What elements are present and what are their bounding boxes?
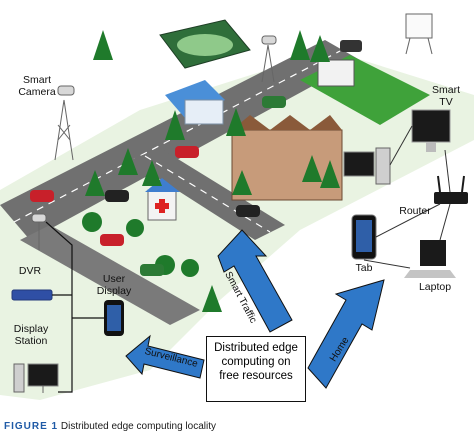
laptop-base-icon bbox=[404, 270, 456, 278]
billboard-icon bbox=[405, 13, 433, 39]
trees bbox=[82, 30, 340, 312]
desktop-tower-icon bbox=[375, 147, 391, 185]
car-green-2 bbox=[140, 264, 164, 276]
smart-tv-icon bbox=[411, 109, 451, 143]
figure-caption: FIGURE 1 Distributed edge computing loca… bbox=[4, 421, 470, 438]
label-display-station: Display Station bbox=[13, 323, 49, 347]
tablet-screen bbox=[356, 220, 372, 252]
desktop-monitor-icon bbox=[343, 151, 375, 177]
clinic-roof bbox=[145, 178, 180, 192]
user-display-screen bbox=[107, 305, 121, 331]
tower-camera-icon bbox=[261, 35, 277, 45]
cross-road-marking bbox=[144, 155, 271, 233]
car-black-1 bbox=[105, 190, 129, 202]
router-icon bbox=[434, 192, 468, 204]
car-red-1 bbox=[30, 190, 54, 202]
camera-tower-top bbox=[261, 44, 275, 83]
label-tab: Tab bbox=[355, 262, 373, 274]
car-red-2 bbox=[175, 146, 199, 158]
center-box: Distributed edge computing on free resou… bbox=[206, 336, 306, 402]
houses-roof bbox=[232, 115, 342, 130]
laptop-screen-icon bbox=[420, 240, 446, 266]
truck bbox=[340, 40, 362, 52]
car-green bbox=[262, 96, 286, 108]
lower-road bbox=[20, 225, 200, 325]
figure-number: FIGURE 1 bbox=[4, 421, 59, 432]
dvr-icon bbox=[11, 289, 53, 301]
label-user-display: User Display bbox=[96, 273, 132, 297]
label-router: Router bbox=[399, 205, 431, 217]
camera-tower-left bbox=[54, 99, 74, 161]
factory-building bbox=[317, 59, 355, 87]
car-black-2 bbox=[236, 205, 260, 217]
caption-text: Distributed edge computing locality bbox=[60, 421, 216, 432]
smart-camera-icon bbox=[57, 85, 75, 96]
label-laptop: Laptop bbox=[418, 281, 452, 293]
label-dvr: DVR bbox=[18, 265, 42, 277]
left-links bbox=[45, 221, 104, 393]
hospital bbox=[184, 99, 224, 125]
arrow-home bbox=[307, 279, 385, 389]
network-links bbox=[363, 125, 451, 269]
label-smart-tv: Smart TV bbox=[431, 84, 460, 108]
label-smart-camera: Smart Camera bbox=[18, 74, 56, 98]
car-red-3 bbox=[100, 234, 124, 246]
display-station-tower-icon bbox=[13, 363, 25, 393]
arrow-smart-traffic bbox=[217, 229, 293, 333]
row-houses bbox=[231, 129, 343, 201]
pole-camera-icon bbox=[31, 213, 47, 223]
hospital-roof bbox=[165, 80, 225, 118]
tv-stand bbox=[426, 142, 436, 152]
clinic-cross-h bbox=[155, 203, 169, 209]
arrow-surveillance bbox=[125, 334, 205, 379]
display-station-monitor-icon bbox=[27, 363, 59, 387]
stadium-field bbox=[177, 34, 233, 56]
